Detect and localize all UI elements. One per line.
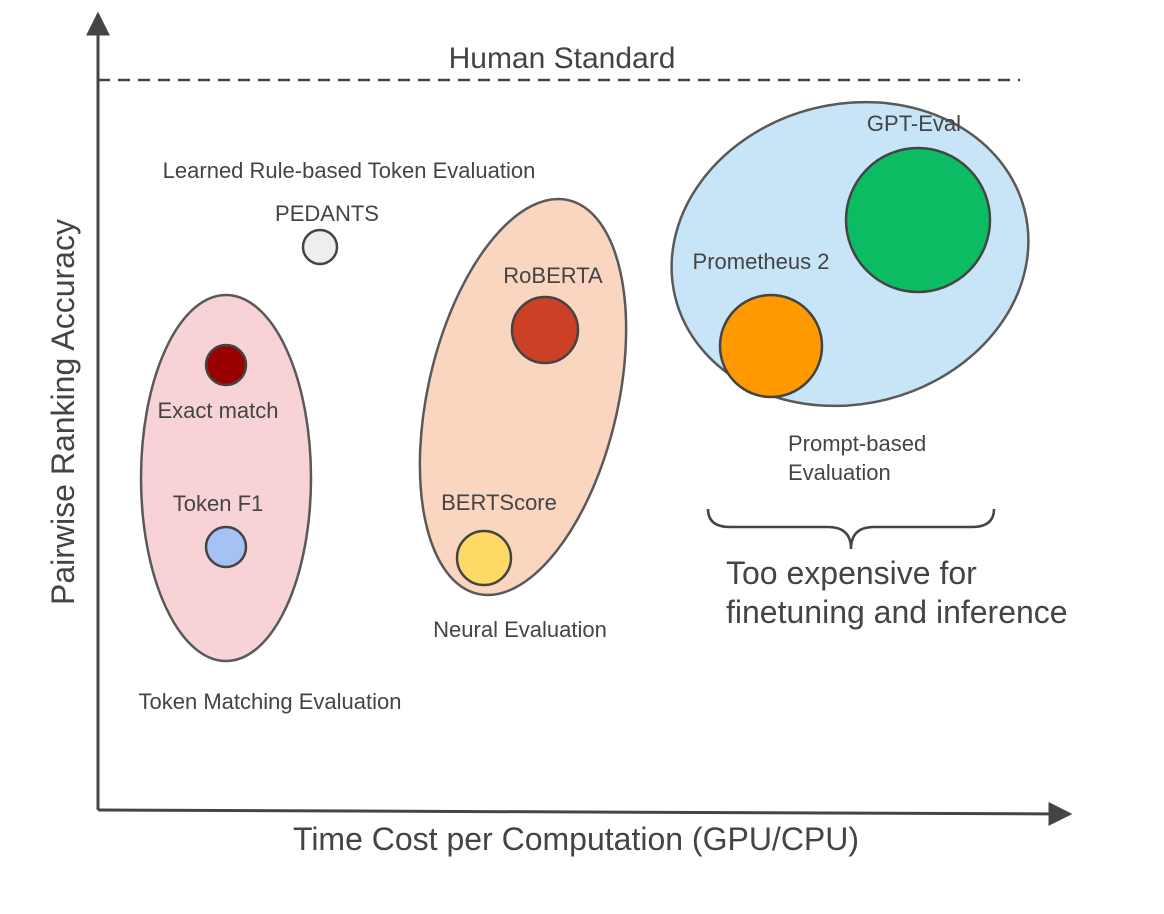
token-matching-group bbox=[139, 293, 313, 663]
roberta-label: RoBERTA bbox=[503, 263, 603, 288]
y-axis-title: Pairwise Ranking Accuracy bbox=[45, 219, 81, 605]
roberta-marker bbox=[510, 295, 580, 365]
token-f1-label: Token F1 bbox=[173, 491, 264, 516]
neural-group bbox=[418, 197, 628, 597]
x-axis-title: Time Cost per Computation (GPU/CPU) bbox=[293, 821, 859, 857]
prometheus-2-label: Prometheus 2 bbox=[693, 249, 830, 274]
gpt-eval-label: GPT-Eval bbox=[867, 111, 961, 136]
token-f1-marker bbox=[204, 525, 248, 569]
prompt-based-group-label-line2: Evaluation bbox=[788, 460, 891, 485]
cost-note-line2: finetuning and inference bbox=[726, 594, 1068, 630]
pedants-marker bbox=[301, 228, 339, 266]
prometheus-2-marker bbox=[718, 293, 824, 399]
curly-brace bbox=[706, 508, 996, 550]
x-axis bbox=[97, 801, 1073, 826]
cost-note-line1: Too expensive for bbox=[726, 555, 977, 591]
bertscore-label: BERTScore bbox=[441, 490, 557, 515]
exact-match-label: Exact match bbox=[157, 398, 278, 423]
token-matching-group-label: Token Matching Evaluation bbox=[139, 689, 402, 714]
pedants-label: PEDANTS bbox=[275, 201, 379, 226]
human-standard-label: Human Standard bbox=[449, 42, 676, 75]
neural-group-label: Neural Evaluation bbox=[433, 617, 607, 642]
exact-match-marker bbox=[204, 343, 248, 387]
gpt-eval-marker bbox=[844, 146, 992, 294]
bertscore-marker bbox=[455, 529, 513, 587]
prompt-based-group-label-line1: Prompt-based bbox=[788, 431, 926, 456]
learned-rule-group-label: Learned Rule-based Token Evaluation bbox=[163, 158, 536, 183]
